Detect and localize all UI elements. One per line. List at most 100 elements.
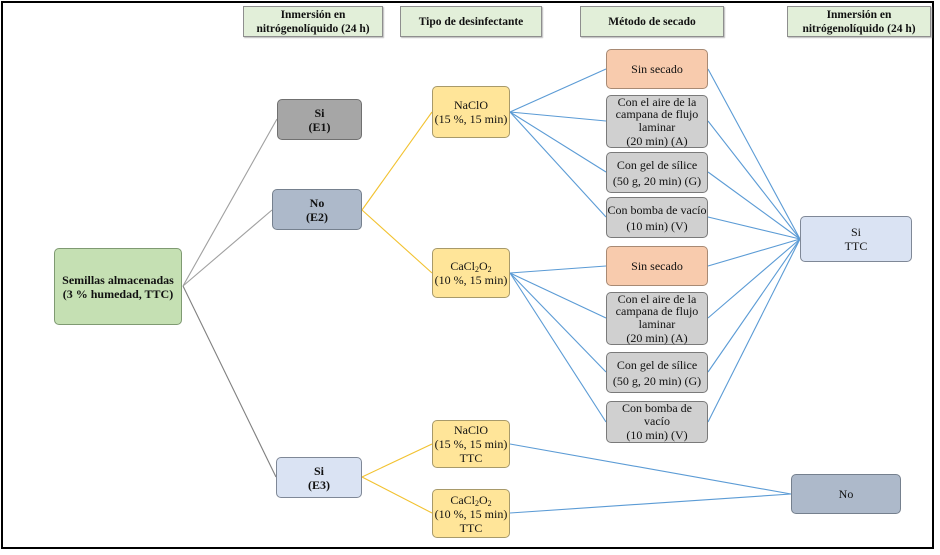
node-text: (10 %, 15 min) [434,273,508,287]
header-drying-method: Método de secado [580,6,724,37]
link-cacl2o2-drying-2 [509,272,607,319]
link-e2-naclo [361,111,433,211]
link-drying1-final-4 [707,216,801,240]
link-drying1-final-1 [707,68,801,240]
node-text: (15 %, 15 min) [434,112,508,126]
node-text: Con bomba de [622,401,692,416]
node-text: CaCl2O2 [435,259,508,274]
header-line: líquido (24 h) [303,22,370,35]
node-text: TTC [459,451,483,465]
node-text: (15 %, 15 min) [434,437,508,451]
link-naclo-drying-1 [509,68,607,113]
node-text: Sin secado [631,62,683,76]
node-text: laminar [638,119,676,134]
node-naclo-e3: NaClO(15 %, 15 min)TTC [432,420,510,468]
node-text: Con el aire de la [617,291,697,306]
link-root-e2 [182,209,273,287]
link-drying2-final-4 [707,238,801,423]
node-text: Con gel de sílice [616,157,698,172]
formula-subscript: 2 [487,265,492,274]
node-text: (10 min) (V) [626,428,688,443]
node-text: (E2) [306,209,328,224]
formula-part: O [479,492,488,507]
node-silica-gel-drying-2: Con gel de sílice(50 g, 20 min) (G) [606,352,708,393]
link-drying2-final-1 [707,238,801,267]
node-text: NaClO [454,98,488,112]
header-line: líquido (24 h) [849,22,916,35]
node-text: (50 g, 20 min) (G) [612,373,702,388]
node-text: TTC [459,520,483,535]
node-naclo-e2: NaClO(15 %, 15 min) [432,86,510,138]
formula-part: CaCl [450,259,475,273]
node-text: (20 min) (A) [626,134,688,148]
node-text: NaClO [454,423,488,437]
node-no-drying-1: Sin secado [606,49,708,89]
node-text: CaCl2O2 [435,492,508,508]
link-drying1-final-3 [707,171,801,240]
formula-part: O [479,259,488,273]
link-e3-naclo [361,443,433,478]
node-text: campana de flujo [615,304,699,318]
link-drying2-final-2 [707,238,801,319]
formula-subscript: 2 [487,498,492,508]
node-immersion-e1: Si(E1) [277,99,362,140]
header-disinfectant-type: Tipo de desinfectante [400,6,542,37]
header-line: Inmersión en nitrógeno [802,8,892,35]
node-cacl2o2-e2: CaCl2O2 (10 %, 15 min) [432,248,510,298]
header-immersion-2: Inmersión en nitrógenolíquido (24 h) [787,6,931,37]
node-text: campana de flujo [615,107,699,121]
node-immersion-e3: Si(E3) [276,457,362,498]
node-text: (50 g, 20 min) (G) [612,173,702,188]
link-cacl2o2-drying-1 [509,265,607,274]
link-cacl2o2-drying-4 [509,272,607,423]
link-e3-cacl2o2 [361,476,433,514]
node-text: No [309,195,325,210]
header-immersion-1: Inmersión en nitrógenolíquido (24 h) [243,6,383,37]
formula-part: CaCl [450,492,475,507]
link-cacl2o2-drying-3 [509,272,607,373]
node-text: (E3) [308,477,330,492]
header-line: Tipo de desinfectante [418,15,524,28]
link-drying2-final-3 [707,238,801,373]
node-text: vacío [644,413,670,428]
link-naclo-drying-2 [509,111,607,122]
link-cacl2o2-e3-final-no [509,493,792,514]
header-line: Inmersión en nitrógeno [256,8,346,35]
node-text: (10 min) (V) [626,218,688,233]
link-e2-cacl2o2 [361,209,433,274]
node-no-drying-2: Sin secado [606,246,708,286]
header-line: Método de secado [608,15,696,28]
node-cacl2o2-e3: CaCl2O2 (10 %, 15 min) TTC [432,489,510,538]
link-naclo-e3-final-no [509,443,792,495]
node-text: Si [313,463,324,478]
link-root-e1 [182,118,278,287]
link-naclo-drying-3 [509,111,607,173]
node-text: (3 % humedad, TTC) [62,286,174,301]
node-final-no: No [791,474,901,514]
node-text: Con gel de sílice [616,357,698,372]
node-text: (10 %, 15 min) [434,506,508,521]
link-drying1-final-2 [707,120,801,240]
node-immersion-e2: No(E2) [272,189,362,230]
node-text: Semillas almacenadas [62,272,174,287]
node-text: Si [850,225,861,239]
node-text: (20 min) (A) [626,331,688,345]
formula-subscript: 2 [475,265,479,274]
node-stored-seeds: Semillas almacenadas(3 % humedad, TTC) [54,248,182,325]
link-root-e3 [182,285,277,478]
node-text: laminar [638,316,676,331]
node-vacuum-pump-drying-1: Con bomba de vacío(10 min) (V) [606,197,708,238]
node-text: Si [314,105,325,120]
node-text: (E1) [308,119,331,134]
node-text: Con el aire de la [617,94,697,109]
node-text: Sin secado [631,259,683,273]
formula-subscript: 2 [475,498,479,508]
link-naclo-drying-4 [509,111,607,218]
node-text: TTC [844,239,868,253]
